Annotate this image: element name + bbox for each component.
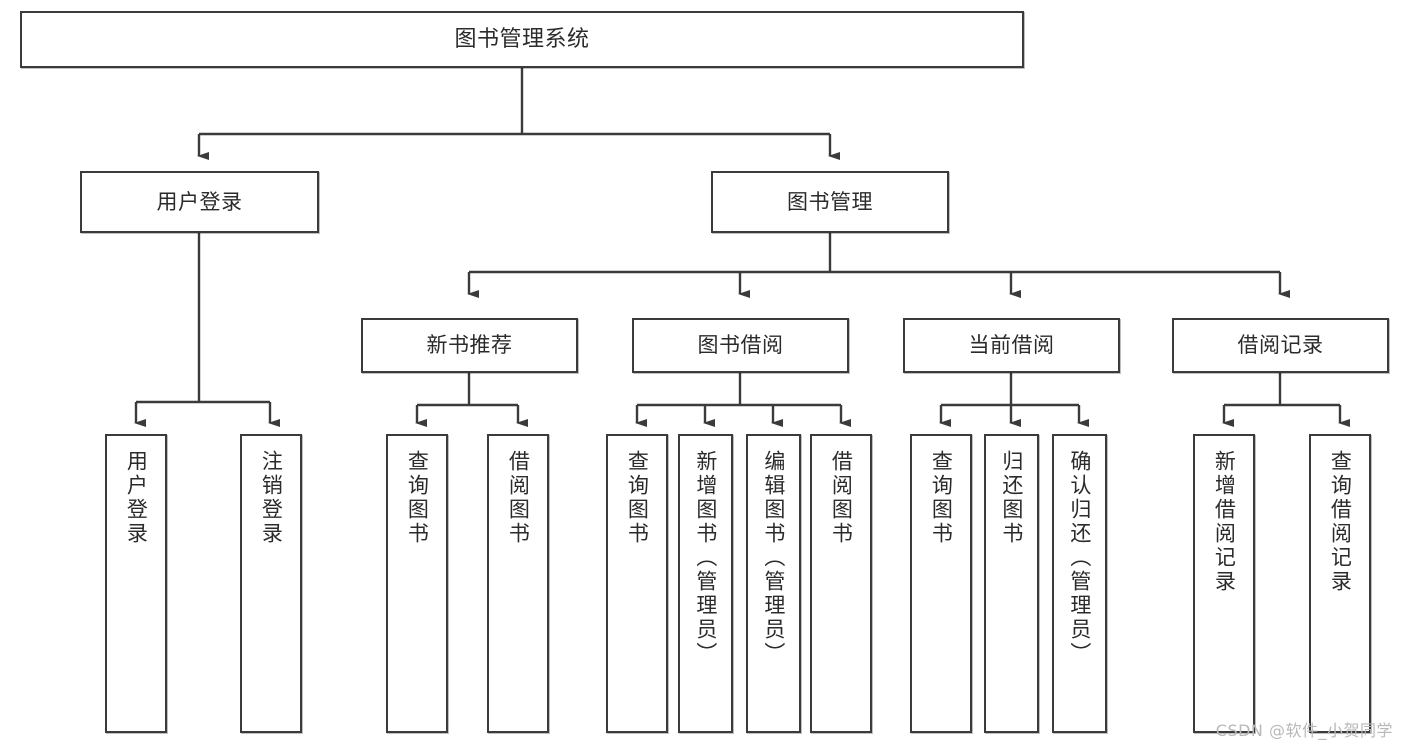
node-new-book-recommend[interactable]: 新书推荐: [361, 318, 578, 373]
node-leaf-query-record[interactable]: 查询借阅记录: [1309, 434, 1371, 733]
node-label: 确认归还（管理员）: [1067, 450, 1092, 666]
node-label: 图书借阅: [697, 333, 784, 358]
node-leaf-query-book-2[interactable]: 查询图书: [606, 434, 668, 733]
node-label: 图书管理系统: [454, 26, 590, 52]
node-label: 新增图书（管理员）: [693, 450, 718, 666]
csdn-watermark: CSDN @软件_小贺同学: [1215, 721, 1393, 740]
node-label: 查询借阅记录: [1328, 450, 1353, 594]
node-label: 借阅图书: [829, 450, 854, 546]
node-leaf-borrow-book-2[interactable]: 借阅图书: [810, 434, 872, 733]
node-leaf-add-record[interactable]: 新增借阅记录: [1193, 434, 1255, 733]
node-label: 查询图书: [929, 450, 954, 546]
node-root-system[interactable]: 图书管理系统: [20, 11, 1024, 68]
node-leaf-logout[interactable]: 注销登录: [240, 434, 302, 733]
node-leaf-user-login[interactable]: 用户登录: [105, 434, 167, 733]
node-user-login[interactable]: 用户登录: [80, 171, 319, 233]
node-label: 新书推荐: [426, 333, 513, 358]
node-current-borrow[interactable]: 当前借阅: [903, 318, 1120, 373]
node-leaf-query-book-1[interactable]: 查询图书: [386, 434, 448, 733]
node-leaf-edit-book[interactable]: 编辑图书（管理员）: [746, 434, 801, 733]
node-label: 查询图书: [625, 450, 650, 546]
node-label: 当前借阅: [968, 333, 1055, 358]
node-book-manage[interactable]: 图书管理: [711, 171, 949, 233]
node-label: 用户登录: [156, 189, 243, 214]
node-label: 注销登录: [259, 450, 284, 546]
node-label: 新增借阅记录: [1212, 450, 1237, 594]
node-label: 查询图书: [405, 450, 430, 546]
node-label: 归还图书: [999, 450, 1024, 546]
node-label: 借阅图书: [506, 450, 531, 546]
node-leaf-query-book-3[interactable]: 查询图书: [910, 434, 972, 733]
node-leaf-return-book[interactable]: 归还图书: [984, 434, 1039, 733]
node-label: 编辑图书（管理员）: [761, 450, 786, 666]
node-leaf-borrow-book-1[interactable]: 借阅图书: [487, 434, 549, 733]
node-label: 图书管理: [787, 189, 873, 214]
node-leaf-add-book[interactable]: 新增图书（管理员）: [678, 434, 733, 733]
node-leaf-confirm-return[interactable]: 确认归还（管理员）: [1052, 434, 1107, 733]
node-label: 借阅记录: [1237, 333, 1324, 358]
node-label: 用户登录: [124, 450, 149, 546]
node-book-borrow[interactable]: 图书借阅: [632, 318, 849, 373]
node-borrow-record[interactable]: 借阅记录: [1172, 318, 1389, 373]
